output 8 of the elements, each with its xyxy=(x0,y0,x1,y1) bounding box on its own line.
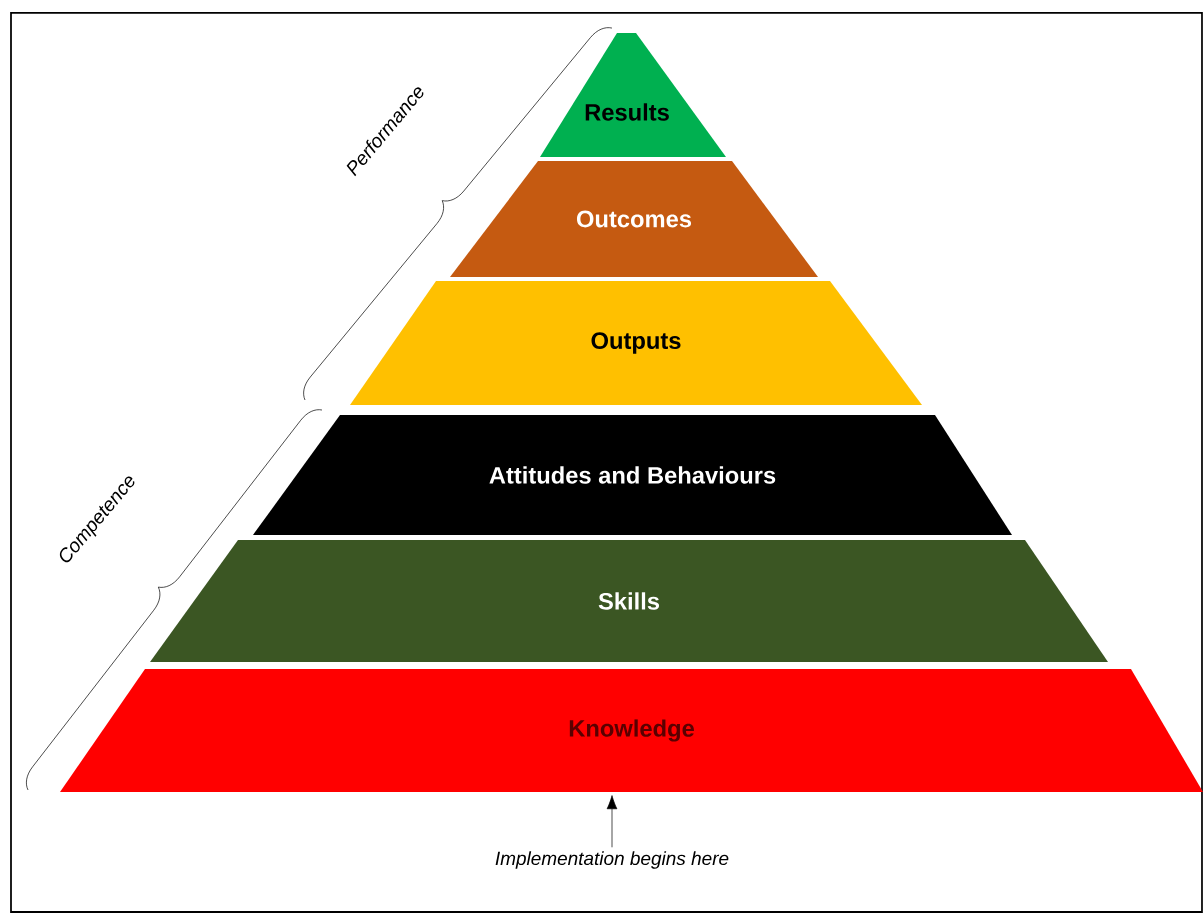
pyramid-band: Results xyxy=(540,33,726,157)
pyramid-band: Outcomes xyxy=(450,161,818,277)
pyramid-band: Skills xyxy=(150,540,1108,662)
pyramid-band: Knowledge xyxy=(60,669,1203,792)
pyramid-band: Outputs xyxy=(350,281,922,405)
pyramid-band: Attitudes and Behaviours xyxy=(253,415,1012,535)
caption-text: Implementation begins here xyxy=(495,851,729,869)
arrow xyxy=(606,795,618,848)
